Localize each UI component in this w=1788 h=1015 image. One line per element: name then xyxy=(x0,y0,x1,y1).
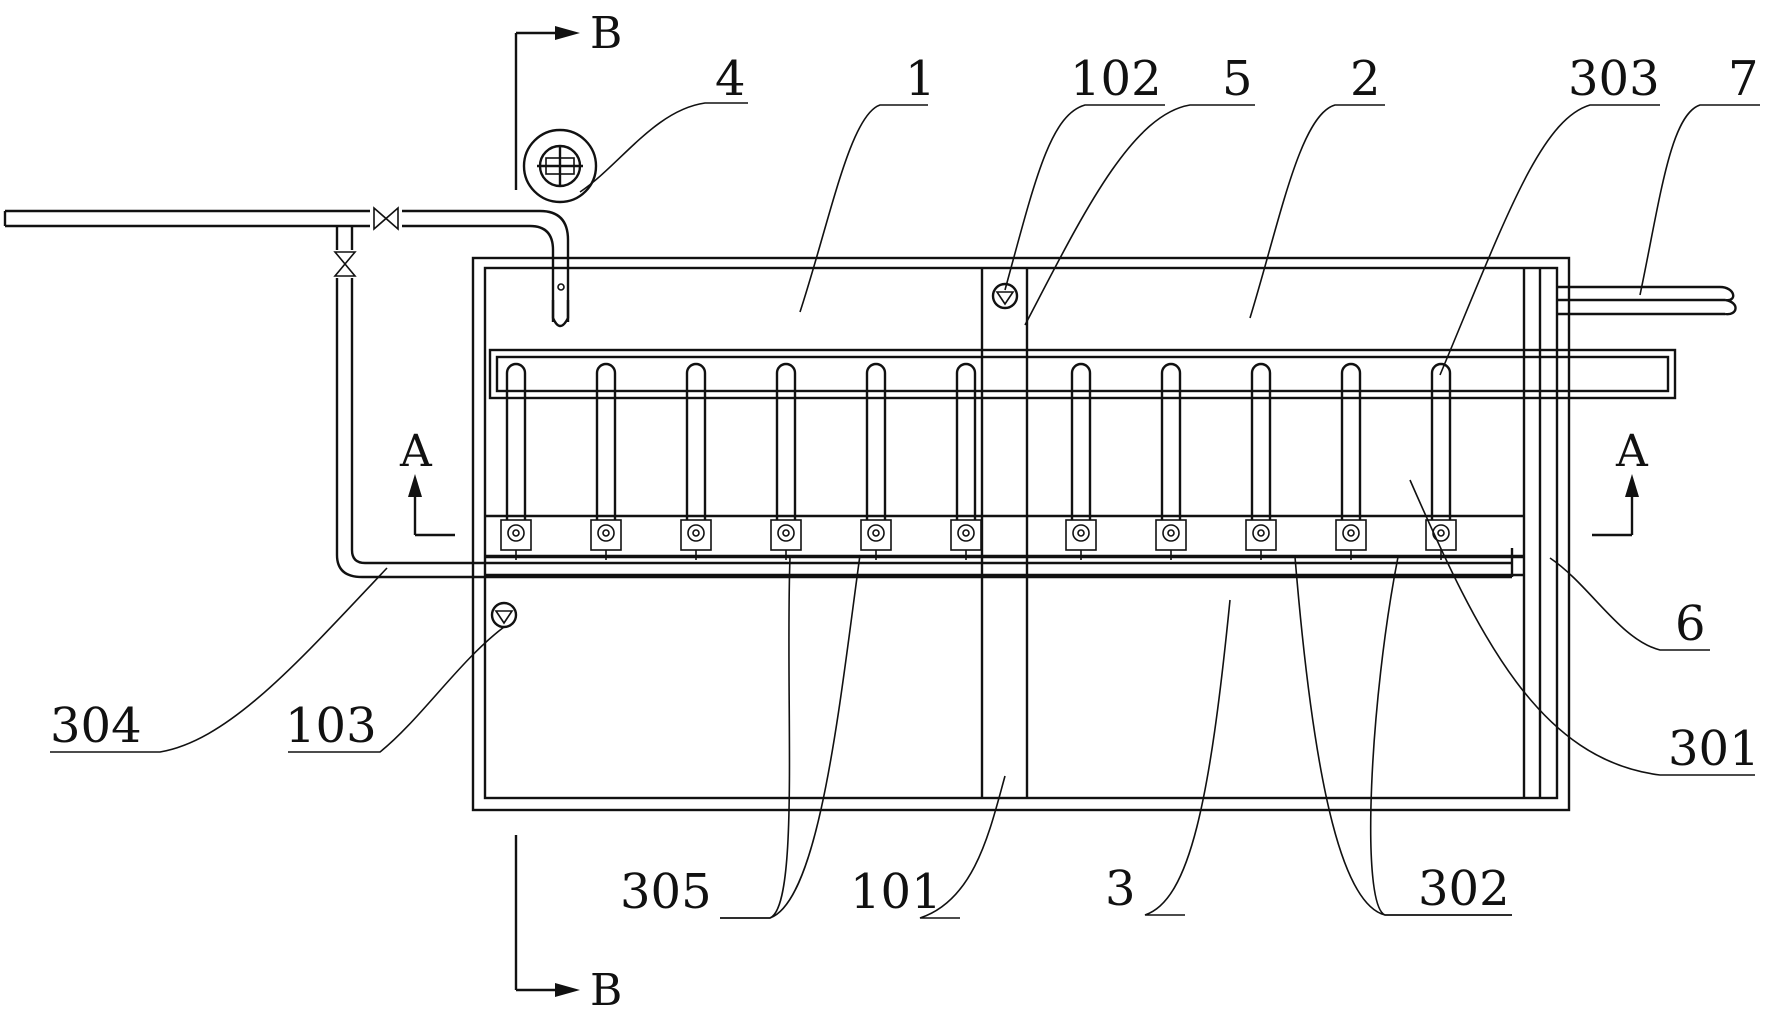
label-304: 304 xyxy=(50,698,142,754)
section-line-a xyxy=(408,474,1639,537)
valve-103 xyxy=(490,601,518,629)
label-4: 4 xyxy=(715,51,746,107)
inlet-piping-304 xyxy=(3,206,1514,579)
label-101: 101 xyxy=(850,864,942,920)
label-303: 303 xyxy=(1568,51,1660,107)
label-305: 305 xyxy=(620,864,712,920)
section-label-b-bottom: B xyxy=(590,965,622,1015)
leader-lines xyxy=(50,102,1760,919)
injection-pipe xyxy=(950,362,982,560)
injection-pipe xyxy=(1245,362,1277,560)
pressure-gauge-4 xyxy=(522,128,598,204)
label-6: 6 xyxy=(1675,596,1706,652)
injection-pipe xyxy=(590,362,622,560)
label-103: 103 xyxy=(285,698,377,754)
label-302: 302 xyxy=(1418,861,1510,917)
label-7: 7 xyxy=(1728,51,1759,107)
injection-pipe xyxy=(500,362,532,560)
injection-pipe xyxy=(1335,362,1367,560)
section-label-a-left: A xyxy=(399,426,433,477)
label-3: 3 xyxy=(1105,861,1136,917)
section-label-a-right: A xyxy=(1615,426,1649,477)
injection-pipe xyxy=(680,362,712,560)
horizontal-divider xyxy=(485,555,1524,577)
outlet-pipe-7 xyxy=(1557,285,1737,316)
distribution-pipe-303 xyxy=(488,348,1677,400)
label-301: 301 xyxy=(1668,721,1760,777)
injection-pipes-301 xyxy=(500,362,1457,560)
label-5: 5 xyxy=(1222,51,1253,107)
collector-bar xyxy=(485,514,1524,558)
section-label-b-top: B xyxy=(590,8,622,59)
partition-6 xyxy=(1522,268,1542,798)
injection-pipe xyxy=(1065,362,1097,560)
injection-pipe xyxy=(1155,362,1187,560)
injection-pipe xyxy=(860,362,892,560)
label-102: 102 xyxy=(1070,51,1162,107)
section-line-b xyxy=(514,26,580,997)
injection-pipe xyxy=(1425,362,1457,560)
label-1: 1 xyxy=(905,51,936,107)
injection-pipe xyxy=(770,362,802,560)
valve-102 xyxy=(991,282,1019,310)
tank-housing xyxy=(471,256,1571,812)
partition-101 xyxy=(980,268,1029,798)
label-2: 2 xyxy=(1350,51,1381,107)
